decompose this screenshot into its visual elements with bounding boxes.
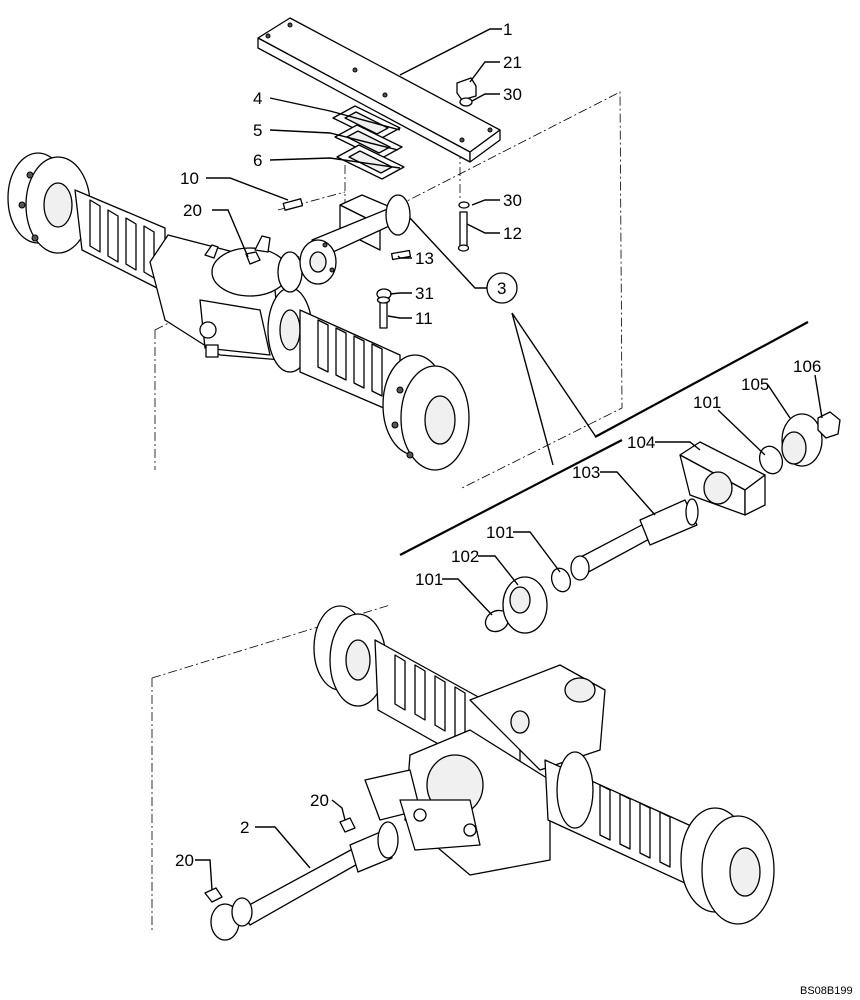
callout-31: 31 xyxy=(415,284,434,303)
upper-axle-assembly xyxy=(7,152,470,471)
callout-104: 104 xyxy=(627,433,655,452)
callout-20-lower: 20 xyxy=(175,851,194,870)
callout-3: 3 xyxy=(497,279,506,298)
part-1-mounting-bar xyxy=(257,17,501,163)
callout-6: 6 xyxy=(253,151,262,170)
callout-101-mid: 101 xyxy=(486,523,514,542)
callout-10: 10 xyxy=(180,169,199,188)
callout-105: 105 xyxy=(741,375,769,394)
lower-axle-assembly xyxy=(313,605,775,925)
callout-20-upper: 20 xyxy=(183,201,202,220)
callout-3-circle xyxy=(486,272,518,304)
callout-101-right: 101 xyxy=(693,393,721,412)
callout-102: 102 xyxy=(451,547,479,566)
callout-2: 2 xyxy=(240,818,249,837)
detail-parts xyxy=(484,411,841,634)
callout-30-upper: 30 xyxy=(503,85,522,104)
callout-106: 106 xyxy=(793,357,821,376)
fasteners xyxy=(245,77,477,329)
callout-4: 4 xyxy=(253,89,262,108)
leader-lines xyxy=(195,28,823,891)
callout-103: 103 xyxy=(572,463,600,482)
callout-11: 11 xyxy=(415,309,433,328)
section-separators xyxy=(399,312,809,556)
callout-5: 5 xyxy=(253,121,262,140)
callout-20-mid: 20 xyxy=(310,791,329,810)
callout-12: 12 xyxy=(503,224,522,243)
drawing-reference: BS08B199 xyxy=(800,985,853,997)
part-2-drive-shaft xyxy=(204,817,399,941)
callout-13: 13 xyxy=(415,249,434,268)
part-3-pivot-assembly xyxy=(299,194,411,285)
callout-labels: 1 21 30 4 5 6 10 20 30 12 13 3 31 11 106… xyxy=(175,20,821,870)
callout-30-lower: 30 xyxy=(503,191,522,210)
callout-101-left: 101 xyxy=(415,570,443,589)
callout-1: 1 xyxy=(503,20,512,39)
callout-21: 21 xyxy=(503,53,522,72)
